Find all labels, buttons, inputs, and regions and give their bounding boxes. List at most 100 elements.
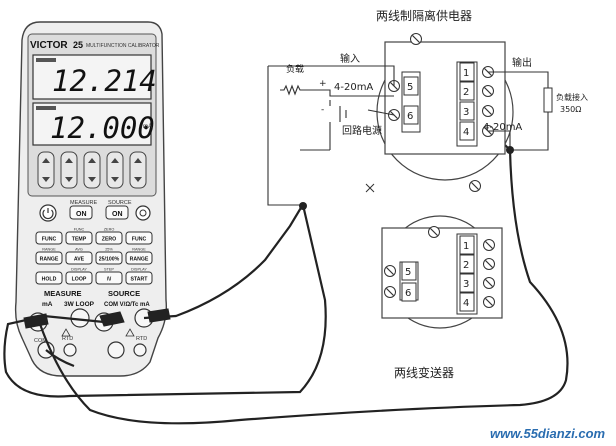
keypad-key-label: RANGE	[40, 257, 59, 263]
tx-screw-5	[383, 264, 397, 278]
output-signal-label: 4-20mA	[483, 122, 522, 133]
tx-term-4: 4	[463, 298, 469, 309]
iso-screw-2	[481, 84, 495, 98]
keypad-key-secondary: FUNC	[74, 228, 85, 232]
lcd-bottom-unit: mA	[143, 124, 152, 130]
wire-break-mark	[365, 183, 375, 193]
keypad-key-face[interactable]	[35, 251, 63, 265]
power-icon	[42, 208, 54, 220]
rtd-right-label: RTD	[136, 336, 147, 342]
arrow-key-5[interactable]	[129, 151, 147, 189]
tx-screw-4	[482, 295, 496, 309]
iso-term-3: 3	[463, 107, 469, 118]
keypad-key-label: FUNC	[42, 237, 57, 243]
keypad-key-secondary: DISPLAY	[131, 268, 147, 272]
arrow-key-2[interactable]	[60, 151, 78, 189]
keypad-key-face[interactable]	[35, 231, 63, 245]
mount-screw-top	[409, 32, 423, 46]
input-signal-label: 4-20mA	[334, 82, 373, 93]
keypad-key-face[interactable]	[95, 251, 123, 265]
keypad-key-secondary: RANGE	[132, 248, 146, 252]
keypad-key-label: TEMP	[72, 237, 87, 243]
keypad-key-face[interactable]	[95, 271, 123, 285]
keypad-key-face[interactable]	[65, 231, 93, 245]
keypad-key[interactable]: HOLD	[35, 271, 63, 285]
arrow-key-4[interactable]	[106, 151, 124, 189]
model-number: 25	[73, 40, 83, 50]
mount-screw-bottom	[468, 179, 482, 193]
rtd-left-label: RTD	[62, 336, 73, 342]
keypad-key-face[interactable]	[65, 251, 93, 265]
test-leads	[3, 144, 569, 425]
tx-screw-1	[482, 238, 496, 252]
arrow-glyphs	[42, 158, 142, 182]
tx-screw-3	[482, 276, 496, 290]
source-label-small: SOURCE	[108, 200, 132, 206]
lead-short	[45, 349, 75, 368]
jack-source-com-2[interactable]	[107, 341, 125, 359]
tx-mount-screw	[427, 225, 441, 239]
keypad-key-face[interactable]	[35, 271, 63, 285]
keypad-key-label: AVE	[74, 257, 85, 263]
measure-on-button[interactable]	[69, 205, 93, 220]
backlight-button[interactable]	[135, 205, 151, 221]
keypad-key[interactable]: RANGE RANGE	[35, 248, 63, 265]
source-on-button[interactable]	[105, 205, 129, 220]
keypad-key-face[interactable]	[125, 231, 153, 245]
iso-term-1: 1	[463, 68, 469, 79]
isolator: 5 6 1 2 3 4	[376, 32, 514, 193]
jack-rtd-left[interactable]	[63, 343, 77, 357]
iso-plus-sign: +	[319, 79, 327, 89]
tx-term-6: 6	[405, 288, 411, 299]
jack-rtd-right[interactable]	[133, 343, 147, 357]
load-resistor-label: 负载接入	[556, 92, 588, 102]
load-resistor	[543, 87, 553, 113]
keypad-key-label: ZERO	[102, 237, 116, 243]
keypad-key[interactable]: 25% 25/100%	[95, 248, 123, 265]
output-label: 输出	[512, 56, 532, 69]
keypad-key[interactable]: FUNC	[35, 231, 63, 245]
iso-minus-sign: -	[321, 105, 324, 115]
keypad-key-secondary: RANGE	[42, 248, 56, 252]
keypad-key[interactable]: STEP/\/	[95, 268, 123, 285]
probe-red	[147, 308, 171, 323]
keypad-key[interactable]: FUNC TEMP	[65, 228, 93, 245]
keypad-key-label: 25/100%	[99, 257, 120, 263]
tx-term-1: 1	[463, 241, 469, 252]
watermark: www.55dianzi.com	[490, 426, 606, 441]
measure-label-small: MEASURE	[70, 200, 98, 206]
lead-red	[143, 205, 303, 320]
iso-screw-3	[481, 104, 495, 118]
loop-label: 3W LOOP	[64, 301, 95, 308]
isolator-wiring	[267, 65, 549, 206]
keypad-key[interactable]: FUNC	[125, 231, 153, 245]
iso-term-2: 2	[463, 87, 469, 98]
lead-long	[38, 144, 569, 425]
measure-ma-label: mA	[42, 301, 53, 308]
arrow-key-3[interactable]	[83, 151, 101, 189]
arrow-key-1[interactable]	[37, 151, 55, 189]
keypad-key-secondary: STEP	[104, 268, 114, 272]
isolator-title: 两线制隔离供电器	[376, 8, 472, 23]
com-label: COM	[34, 338, 47, 344]
keypad-key-face[interactable]	[95, 231, 123, 245]
keypad-key-label: LOOP	[72, 277, 87, 283]
lead-black	[3, 204, 327, 398]
keypad-key-face[interactable]	[65, 271, 93, 285]
measure-on-label: ON	[76, 211, 87, 218]
load-resistor-value: 350Ω	[560, 105, 581, 114]
tx-screw-6	[383, 285, 397, 299]
keypad-key-face[interactable]	[125, 271, 153, 285]
iso-term-5: 5	[407, 82, 413, 93]
keypad-key-secondary: 25%	[105, 248, 113, 252]
lcd-top	[32, 54, 152, 100]
keypad-key-face[interactable]	[125, 251, 153, 265]
tx-term-2: 2	[463, 260, 469, 271]
